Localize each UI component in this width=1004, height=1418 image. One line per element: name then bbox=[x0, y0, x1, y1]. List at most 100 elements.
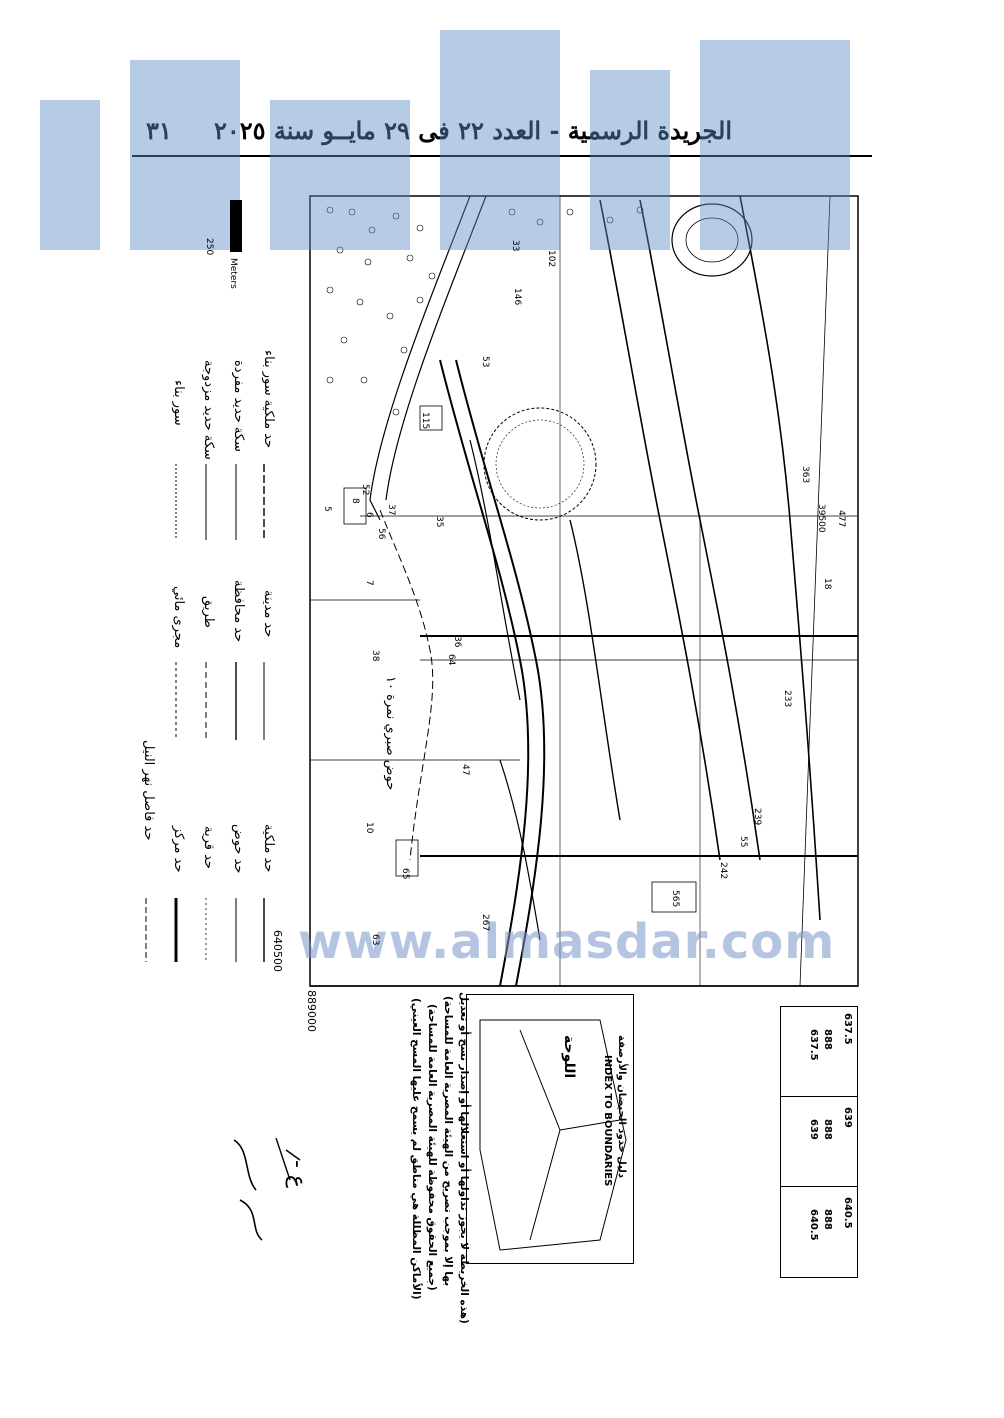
parcel-number: 38 bbox=[370, 650, 380, 662]
scale-value: 250 bbox=[204, 238, 214, 256]
parcel-number: 18 bbox=[822, 578, 832, 590]
reference-number: 39500 bbox=[816, 504, 826, 533]
legend-item: طريق bbox=[201, 596, 216, 628]
parcel-number: 37 bbox=[386, 504, 396, 516]
road-line bbox=[385, 195, 487, 501]
legend-item: مجرى مائي bbox=[171, 586, 186, 649]
road-line bbox=[369, 195, 471, 521]
parcel-number: 56 bbox=[376, 528, 386, 540]
circular-plot-inner bbox=[495, 419, 585, 509]
parcel-number: 6 bbox=[364, 512, 374, 518]
parcel-number: 65 bbox=[400, 868, 410, 880]
note-line: بها إلا بموجب تصريح من الهيئة المصرية ال… bbox=[442, 996, 454, 1287]
watermark-logo bbox=[40, 30, 850, 250]
scale-bar bbox=[230, 200, 242, 252]
index-label: اللوحة bbox=[561, 1035, 577, 1079]
gazette-title: الجريدة الرسمية - العدد ٢٢ فى ٢٩ مايــو … bbox=[214, 116, 732, 145]
property-line bbox=[799, 195, 831, 987]
handwriting-stroke bbox=[599, 199, 721, 861]
grid-value: 640.5 bbox=[808, 1209, 819, 1241]
parcel-number: 115 bbox=[420, 412, 430, 430]
legend-item: سور بناء bbox=[171, 380, 186, 426]
handwriting-stroke bbox=[569, 519, 621, 821]
handwriting-stroke bbox=[739, 195, 821, 921]
basin-label: حوض صبري نمرة ١٠ bbox=[383, 676, 398, 791]
legend-item: حد ملكية سور بناء bbox=[261, 350, 276, 449]
boundary-line bbox=[379, 509, 434, 861]
parcel-number: 33 bbox=[510, 240, 520, 252]
legend-item: سكة حديد مزدوجة bbox=[201, 360, 216, 460]
parcel-number: 55 bbox=[738, 836, 748, 848]
grid-value: 888 bbox=[822, 1209, 833, 1230]
parcel-box bbox=[395, 839, 419, 877]
handwriting-stroke bbox=[499, 759, 541, 941]
grid-cell: 639 888 639 bbox=[781, 1097, 857, 1187]
parcel-box bbox=[419, 405, 443, 431]
note-line: (هذه الخريطة لا يجوز تداولها أو استغلاله… bbox=[458, 992, 470, 1324]
legend-item: حد محافظة bbox=[231, 580, 246, 643]
parcel-number: 52 bbox=[360, 484, 370, 496]
handwriting-stroke bbox=[639, 199, 761, 861]
parcel-number: 64 bbox=[446, 654, 456, 666]
grid-value: 640.5 bbox=[842, 1197, 853, 1229]
parcel-number: 102 bbox=[546, 250, 556, 268]
parcel-number: 47 bbox=[460, 764, 470, 776]
grid-value: 888 bbox=[822, 1119, 833, 1140]
signature-stroke bbox=[275, 1137, 301, 1181]
grid-value: 637.5 bbox=[842, 1013, 853, 1045]
parcel-number: 565 bbox=[670, 890, 680, 908]
parcel-number: 36 bbox=[452, 636, 462, 648]
parcel-number: 233 bbox=[782, 690, 792, 708]
parcel-number: 7 bbox=[364, 580, 374, 586]
parcel-number: 267 bbox=[480, 914, 490, 932]
grid-cell: 640.5 888 640.5 bbox=[781, 1187, 857, 1277]
official-stamp bbox=[671, 203, 753, 277]
grid-cell: 637.5 888 637.5 bbox=[781, 1007, 857, 1097]
legend-item: سكة حديد مفردة bbox=[231, 360, 246, 452]
legend-item: حد مركز bbox=[171, 826, 186, 873]
legend-item: حد مدينة bbox=[261, 590, 276, 638]
index-title-en: INDEX TO BOUNDARIES bbox=[602, 1055, 613, 1187]
legend-item: حد ملكية bbox=[261, 824, 276, 873]
parcel-number: 363 bbox=[800, 466, 810, 484]
legend-item: حد حوض bbox=[231, 824, 246, 874]
grid-value: 888 bbox=[822, 1029, 833, 1050]
grid-reference-table: 637.5 888 637.5 639 888 639 640.5 888 64… bbox=[780, 1006, 858, 1278]
parcel-box bbox=[343, 487, 367, 525]
grid-value: 637.5 bbox=[808, 1029, 819, 1061]
parcel-number: 53 bbox=[480, 356, 490, 368]
header-rule bbox=[132, 155, 872, 157]
parcel-box bbox=[651, 881, 697, 913]
legend-swatches bbox=[145, 464, 265, 962]
map-frame bbox=[309, 195, 859, 987]
canal-line bbox=[455, 359, 546, 987]
parcel-number: 8 bbox=[350, 498, 360, 504]
page-header: الجريدة الرسمية - العدد ٢٢ فى ٢٩ مايــو … bbox=[132, 112, 872, 160]
parcel-number: 242 bbox=[718, 862, 728, 880]
signature-stroke bbox=[233, 1139, 263, 1241]
parcel-number: 5 bbox=[322, 506, 332, 512]
circular-plot bbox=[483, 407, 597, 521]
official-stamp-inner bbox=[685, 217, 739, 263]
scale-unit: Meters bbox=[228, 258, 238, 289]
parcel-number: 63 bbox=[370, 934, 380, 946]
signature: ع - bbox=[285, 1160, 310, 1189]
grid-value: 639 bbox=[808, 1119, 819, 1140]
legend-item: حد فاصل نهر النيل bbox=[141, 740, 156, 841]
index-map-drawing bbox=[479, 1019, 627, 1251]
index-to-boundaries: دليل حدود الحيضان والأرصفة INDEX TO BOUN… bbox=[466, 994, 634, 1264]
note-line: (الأماكن المظللة هي مناطق لم يسمح عليها … bbox=[410, 998, 422, 1300]
grid-value: 639 bbox=[842, 1107, 853, 1128]
northing-coordinate: 889000 bbox=[305, 990, 318, 1032]
tree-markers bbox=[326, 206, 644, 416]
parcel-number: 146 bbox=[512, 288, 522, 306]
parcel-number: 477 bbox=[836, 510, 846, 528]
parcel-number: 10 bbox=[364, 822, 374, 834]
note-line: (جميع الحقوق محفوظة للهيئة المصرية العام… bbox=[426, 1004, 438, 1291]
page-number: ٣١ bbox=[146, 116, 172, 145]
legend-item: حد قرية bbox=[201, 826, 216, 869]
parcel-number: 239 bbox=[752, 808, 762, 826]
parcel-number: 35 bbox=[434, 516, 444, 528]
